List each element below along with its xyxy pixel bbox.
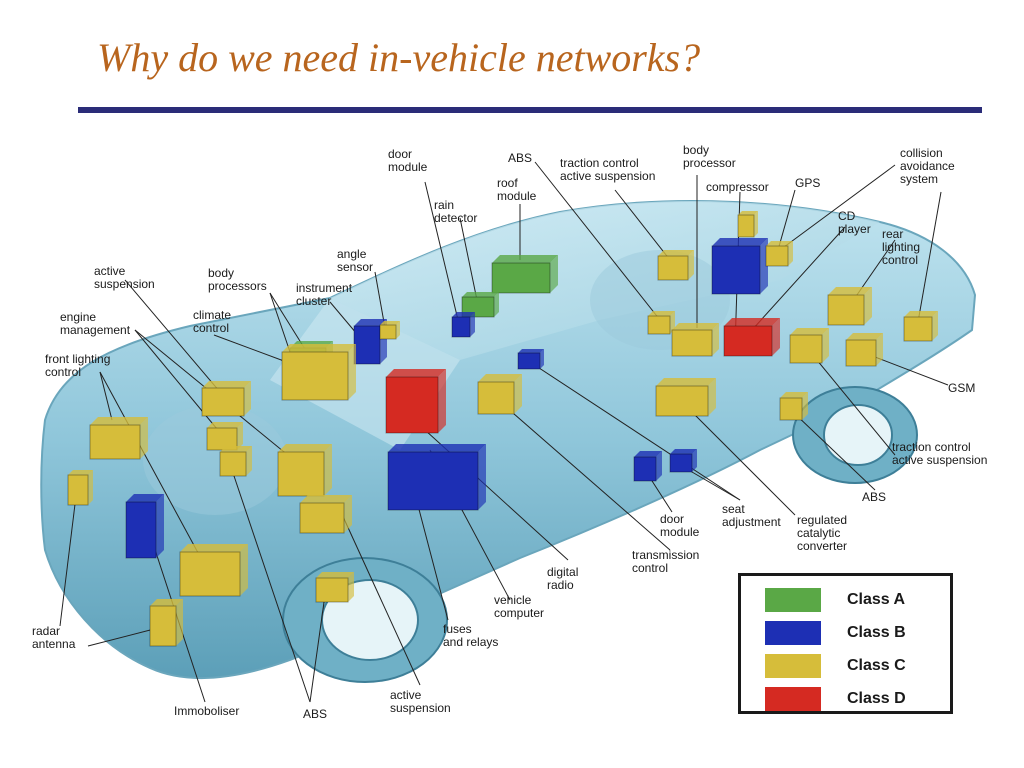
ecu-immoboliser <box>125 494 164 559</box>
legend-swatch-class-d <box>765 687 821 711</box>
ecu-radar-front <box>67 470 93 506</box>
ecu-body-processor <box>671 323 719 357</box>
label-gsm: GSM <box>948 381 975 395</box>
ecu-radar-antenna <box>149 599 183 647</box>
legend-item-class-c: Class C <box>765 654 945 680</box>
legend-label-class-b: Class B <box>847 624 906 641</box>
legend-label-class-c: Class C <box>847 657 906 674</box>
ecu-compressor <box>711 238 768 295</box>
title-underline <box>78 107 982 113</box>
rear-wheel <box>792 386 918 484</box>
ecu-modules <box>67 211 938 647</box>
ecu-engine-management-1 <box>206 422 243 451</box>
slide-title: Why do we need in-vehicle networks? <box>97 35 701 80</box>
ecu-abs-right <box>779 392 808 421</box>
ecu-door-module-bottom <box>633 451 662 482</box>
ecu-cd-player <box>723 318 780 357</box>
legend-swatch-class-a <box>765 588 821 612</box>
ecu-engine-management-3 <box>277 444 332 497</box>
ecu-active-suspension-left <box>201 381 251 417</box>
ecu-traction-control-right <box>789 328 829 364</box>
legend-label-class-a: Class A <box>847 591 906 608</box>
ecu-immoboliser-aux <box>179 544 248 597</box>
ecu-gps <box>737 211 758 238</box>
legend-item-class-a: Class A <box>765 588 945 614</box>
front-wheel <box>282 557 448 683</box>
label-gps: GPS <box>795 176 820 190</box>
label-abs-bottom: ABS <box>303 707 327 721</box>
label-abs-right: ABS <box>862 490 886 504</box>
ecu-gsm <box>903 311 938 342</box>
class-legend: Class A Class B Class C Class D <box>738 573 953 714</box>
ecu-vehicle-computer <box>385 369 446 434</box>
ecu-body-processors <box>281 344 356 401</box>
legend-swatch-class-c <box>765 654 821 678</box>
legend-label-class-d: Class D <box>847 690 906 707</box>
ecu-seat-adjustment <box>669 449 697 473</box>
ecu-abs-top <box>647 311 675 335</box>
ecu-fuses-and-relays <box>387 444 486 511</box>
legend-item-class-d: Class D <box>765 687 945 713</box>
label-immoboliser: Immoboliser <box>174 704 239 718</box>
ecu-engine-management-2 <box>219 446 252 477</box>
front-wheel-arch <box>143 405 287 515</box>
legend-item-class-b: Class B <box>765 621 945 647</box>
label-compressor: compressor <box>706 180 769 194</box>
ecu-active-suspension-bottom <box>299 495 352 534</box>
ecu-roof-module <box>491 255 558 294</box>
ecu-angle-sensor <box>379 321 400 340</box>
ecu-door-module-top <box>451 312 475 338</box>
ecu-regulated-catalytic <box>655 378 716 417</box>
legend-swatch-class-b <box>765 621 821 645</box>
ecu-collision-avoidance <box>765 241 793 267</box>
ecu-traction-control-top <box>657 250 694 281</box>
label-abs-top: ABS <box>508 151 532 165</box>
ecu-transmission-link <box>517 349 544 370</box>
ecu-gsm-aux <box>845 333 883 367</box>
ecu-rear-lighting <box>827 287 872 326</box>
ecu-abs-bottom <box>315 572 354 603</box>
ecu-front-lighting <box>89 417 148 460</box>
ecu-transmission-control <box>477 374 522 415</box>
